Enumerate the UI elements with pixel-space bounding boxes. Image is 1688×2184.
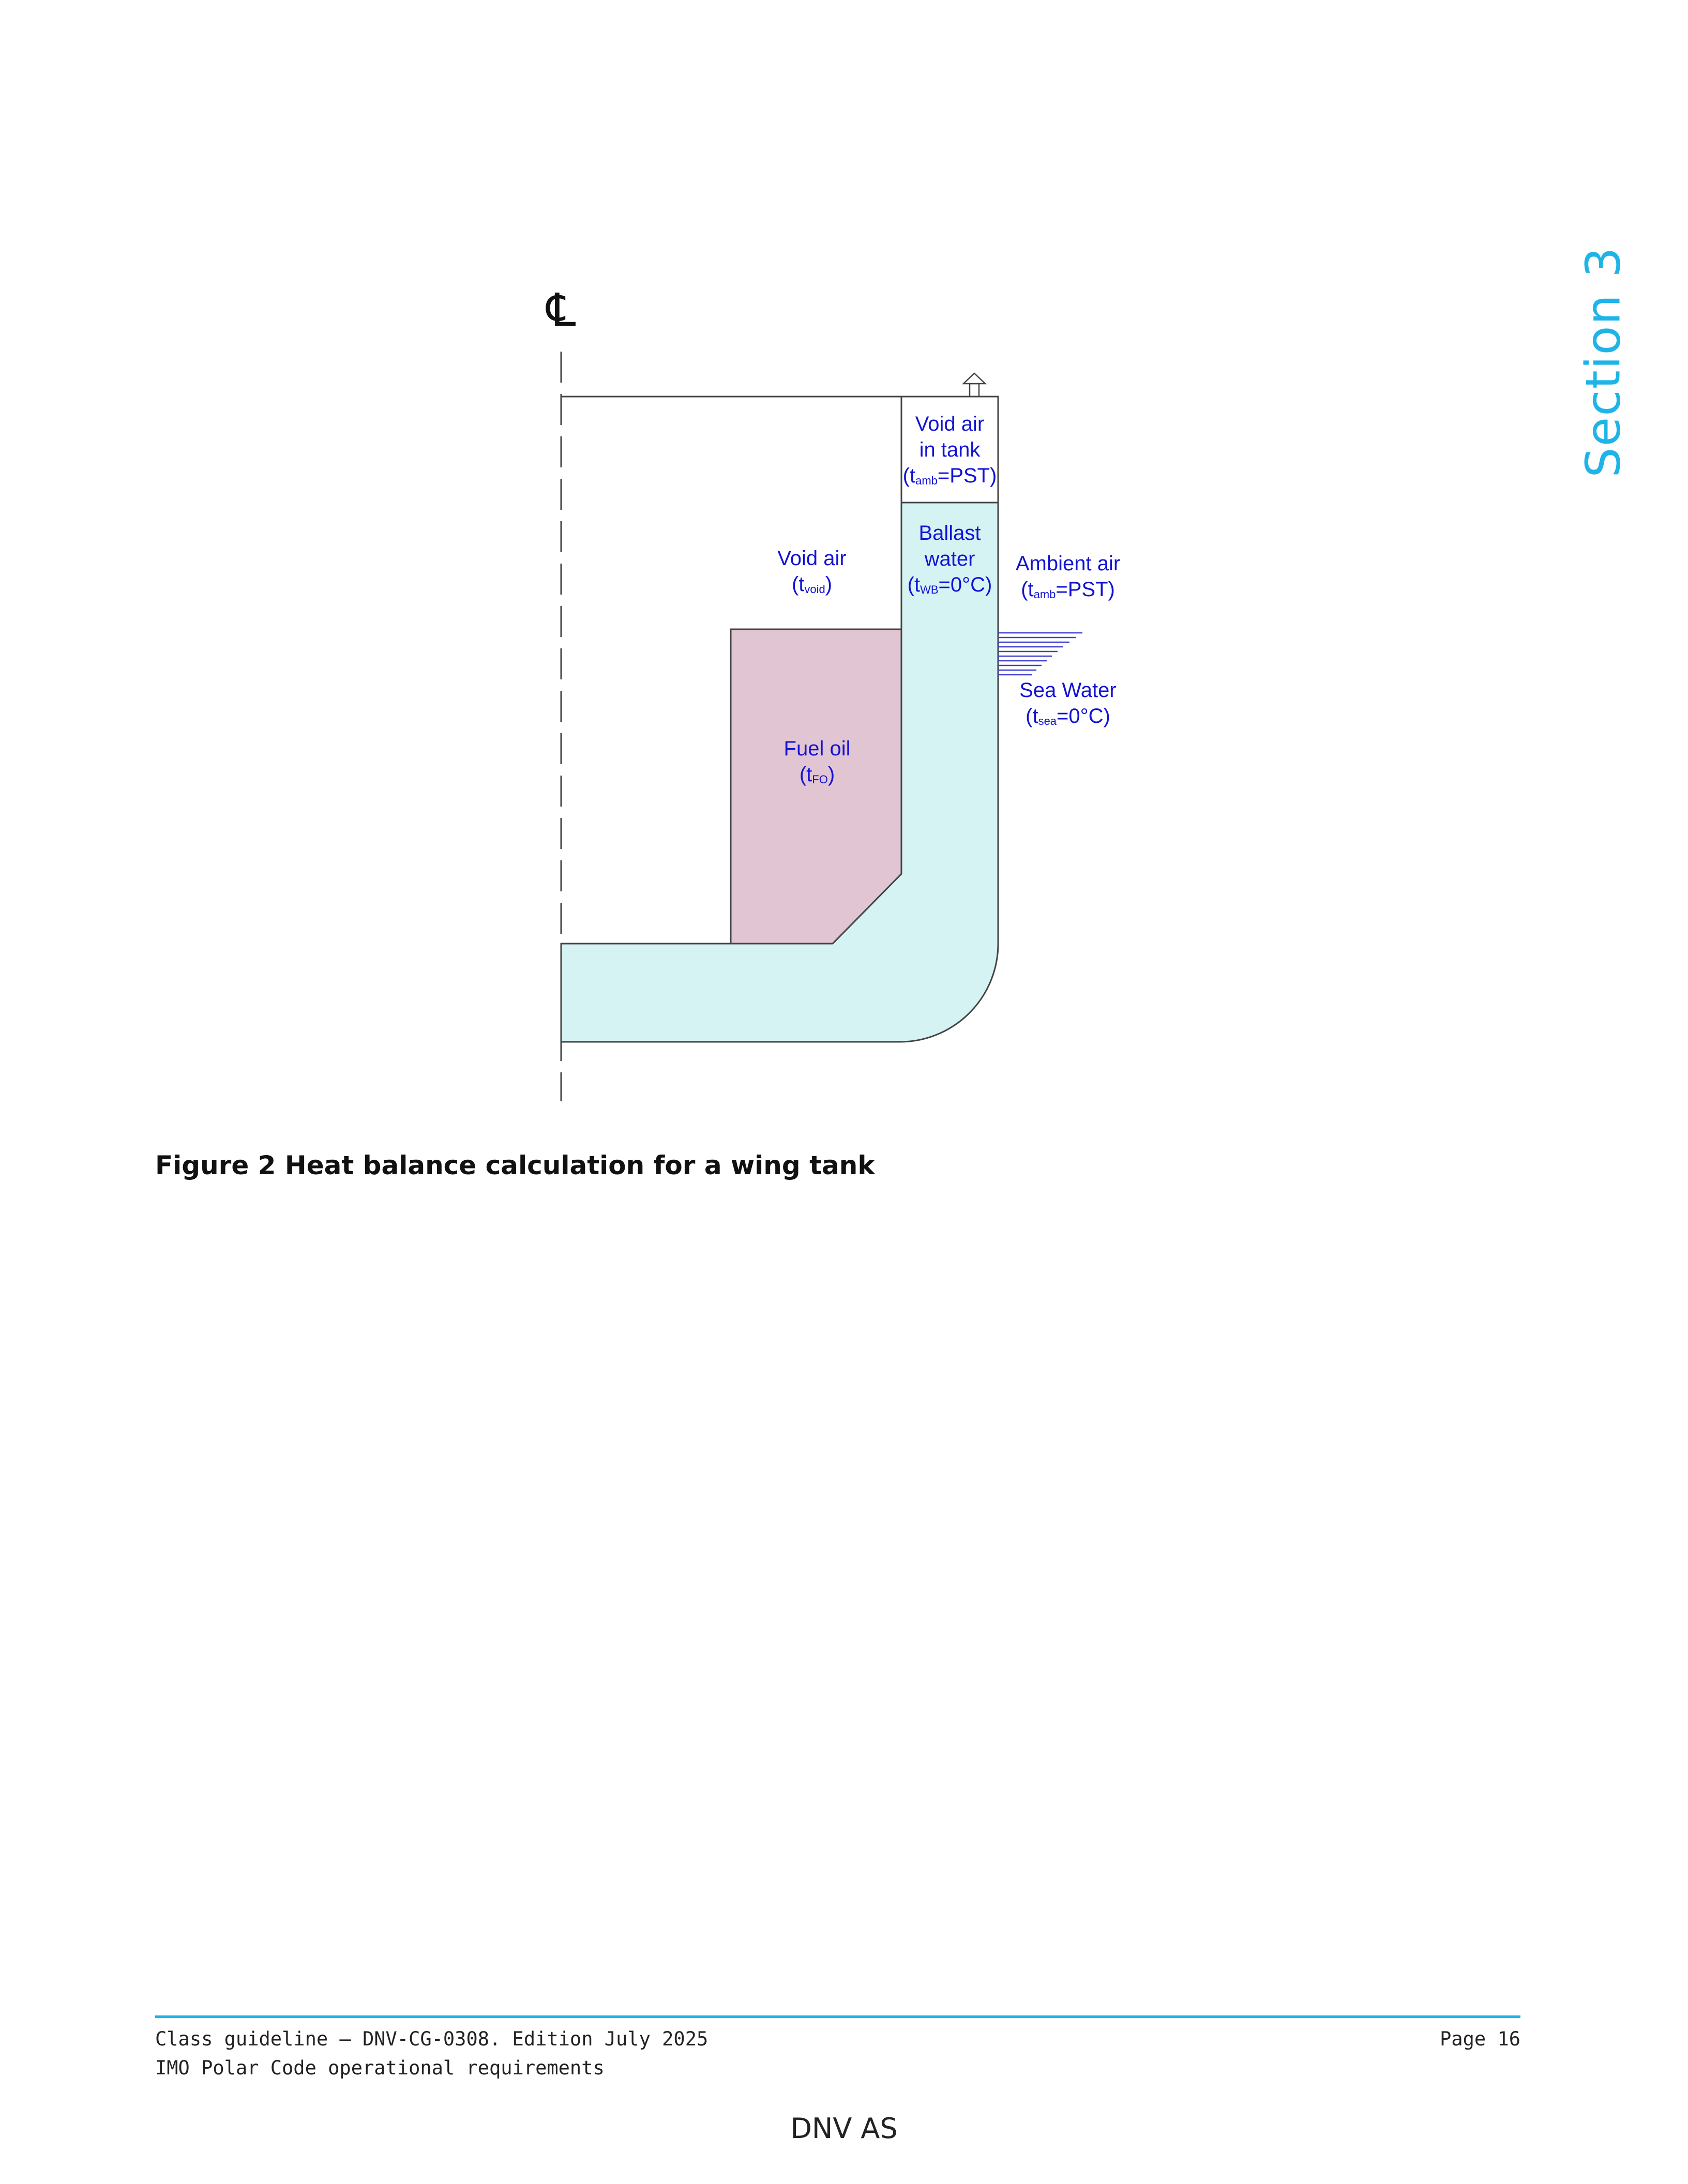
centerline-symbol: ℄ <box>547 283 576 337</box>
sea-level-lines <box>998 632 1082 676</box>
void-air-tank-temp: (tamb=PST) <box>902 464 997 487</box>
ambient-temp: (tamb=PST) <box>1021 578 1115 601</box>
fuel-line1: Fuel oil <box>783 737 851 760</box>
ambient-air-label: Ambient air (tamb=PST) <box>1003 551 1133 608</box>
fuel-oil-tank <box>730 628 902 945</box>
void-air-tank-label: Void air in tank (tamb=PST) <box>901 411 998 494</box>
fuel-oil-label: Fuel oil (tFO) <box>765 736 869 793</box>
wing-tank-figure: ℄ Void air in tank (tamb=PST) Ballast wa… <box>517 269 1189 1127</box>
void-air-temp: (tvoid) <box>791 573 833 596</box>
sea-water-label: Sea Water (tsea=0°C) <box>1003 677 1133 734</box>
figure-caption: Figure 2 Heat balance calculation for a … <box>155 1150 875 1180</box>
fuel-temp: (tFO) <box>799 763 835 786</box>
footer-guideline: Class guideline — DNV-CG-0308. Edition J… <box>155 2028 709 2050</box>
sea-line1: Sea Water <box>1019 679 1117 702</box>
ballast-water-tank <box>560 502 999 1043</box>
vent-arrow-icon <box>961 372 987 397</box>
page-number: Page 16 <box>1440 2028 1520 2050</box>
void-air-tank-line1: Void air <box>915 413 985 435</box>
ambient-line1: Ambient air <box>1015 552 1121 575</box>
ballast-temp: (tWB=0°C) <box>907 573 992 596</box>
section-tab: Section 3 <box>1564 246 1642 478</box>
void-air-line1: Void air <box>777 547 847 570</box>
footer-subtitle: IMO Polar Code operational requirements <box>155 2057 605 2079</box>
ballast-line1: Ballast <box>918 522 981 544</box>
wing-tank-diagram <box>560 352 1082 1101</box>
section-label: Section 3 <box>1575 246 1631 478</box>
ballast-water-label: Ballast water (tWB=0°C) <box>901 520 998 603</box>
sea-temp: (tsea=0°C) <box>1026 705 1110 727</box>
footer-rule <box>155 2015 1520 2018</box>
ballast-line2: water <box>924 548 975 570</box>
company-name: DNV AS <box>790 2112 898 2145</box>
void-air-tank-line2: in tank <box>919 438 981 461</box>
void-air-label: Void air (tvoid) <box>760 545 864 602</box>
